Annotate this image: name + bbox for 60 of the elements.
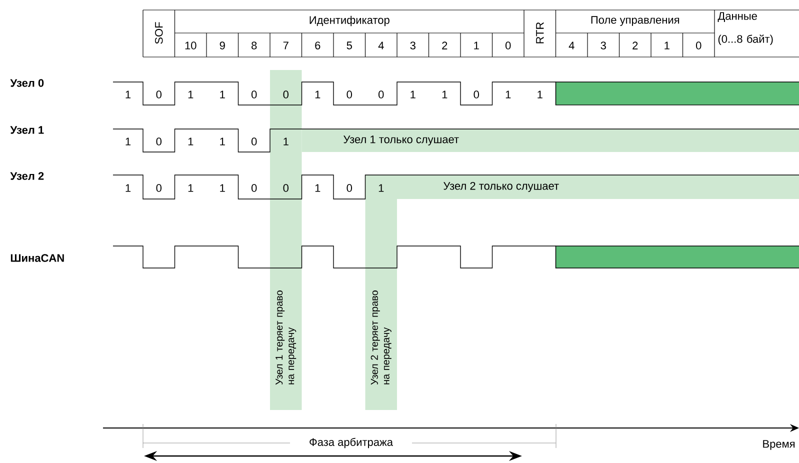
bit-value: 0	[378, 90, 384, 98]
bit-value: 1	[188, 138, 194, 146]
highlight-band: Узел 2 только слушает	[397, 175, 799, 199]
column-header: 0	[696, 42, 702, 50]
node-label: Узел 1 только слушает	[344, 136, 459, 146]
bit-value: 1	[378, 184, 384, 192]
column-header: Поле управления	[591, 16, 680, 26]
bit-value: 0	[156, 90, 162, 98]
column-header: Данные (0...8 байт)	[718, 12, 773, 46]
bit-value: 0	[156, 184, 162, 192]
column-header: 7	[283, 42, 288, 50]
column-header: SOF	[155, 22, 163, 44]
bit-value: 0	[283, 184, 288, 192]
axis-label: Время	[763, 440, 795, 450]
column-header: 4	[378, 42, 384, 50]
column-header: 1	[664, 42, 670, 50]
bit-value: 0	[346, 184, 352, 192]
column-header: 2	[442, 42, 448, 50]
bit-value: 0	[156, 138, 162, 146]
bit-value: 1	[538, 90, 542, 98]
column-header: 3	[600, 42, 606, 50]
bit-value: 1	[220, 90, 225, 98]
bit-value: 0	[283, 90, 288, 98]
bit-value: 1	[126, 90, 131, 98]
column-header: Идентификатор	[310, 16, 390, 26]
bit-value: 0	[474, 90, 479, 98]
column-header: 4	[568, 42, 574, 50]
row-label: Узел 2	[10, 172, 44, 180]
bit-value: 1	[315, 184, 320, 192]
column-header: 8	[252, 42, 257, 50]
bit-value: 1	[188, 184, 194, 192]
bit-value: 0	[252, 90, 257, 98]
row-label: Узел 1	[10, 126, 44, 134]
column-header: 6	[315, 42, 320, 50]
column-header: RTR	[536, 22, 544, 44]
column-header: 1	[474, 42, 479, 50]
highlight-band: Узел 1 только слушает	[302, 129, 799, 152]
node-label: Узел 2 только слушает	[444, 182, 559, 192]
bit-value: 1	[126, 184, 131, 192]
bit-value: 1	[442, 90, 448, 98]
bit-value: 1	[188, 90, 194, 98]
row-label: ШинаCAN	[10, 254, 64, 262]
row-label: Узел 0	[10, 79, 44, 87]
bit-value: 1	[315, 90, 320, 98]
phase-label: Фаза арбитража	[310, 438, 393, 448]
column-header: 2	[632, 42, 638, 50]
column-header: 3	[410, 42, 416, 50]
bit-value: 1	[126, 138, 131, 146]
column-header: 5	[346, 42, 352, 50]
bit-value: 1	[220, 184, 225, 192]
bit-value: 0	[252, 184, 257, 192]
bit-value: 0	[346, 90, 352, 98]
column-header: 9	[220, 42, 225, 50]
bit-value: 1	[410, 90, 416, 98]
bit-value: 0	[252, 138, 257, 146]
column-header: 10	[185, 42, 196, 50]
column-header: 0	[506, 42, 511, 50]
bit-value: 1	[284, 138, 288, 146]
bit-value: 1	[506, 90, 511, 98]
bit-value: 1	[220, 138, 225, 146]
